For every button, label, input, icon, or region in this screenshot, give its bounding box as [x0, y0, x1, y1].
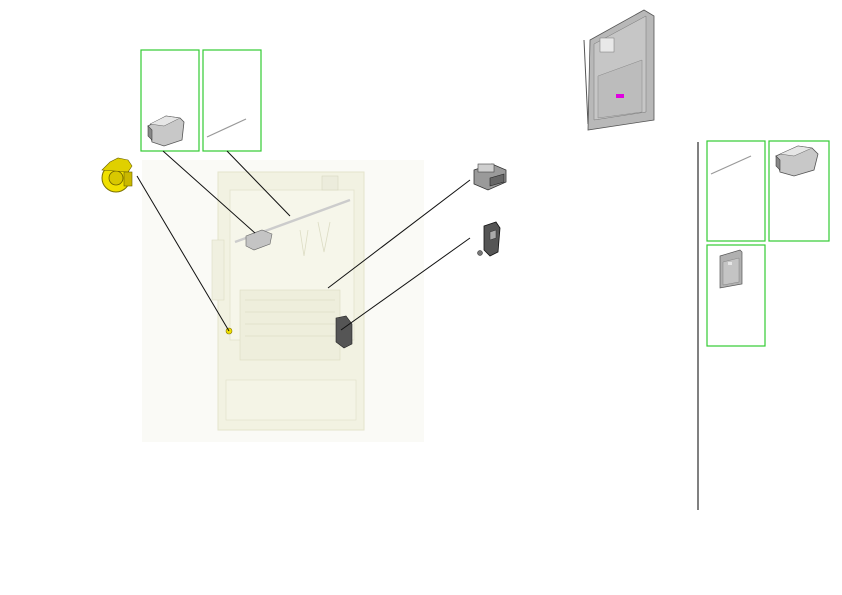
leader-bracket — [162, 150, 256, 234]
legend-box-panel[interactable] — [706, 244, 766, 347]
callout-box-bracket[interactable] — [140, 49, 200, 152]
panel-icon — [583, 9, 655, 131]
callout-box-rod[interactable] — [202, 49, 262, 152]
legend-bracket-icon — [775, 145, 819, 177]
latch-icon — [477, 221, 501, 257]
legend-box-rod[interactable] — [706, 140, 766, 242]
legend-box-bracket[interactable] — [768, 140, 830, 242]
main-assembly — [142, 160, 424, 442]
legend-panel — [706, 140, 830, 347]
leader-latch — [340, 237, 471, 331]
rod-icon — [206, 118, 247, 138]
gear-icon — [101, 157, 133, 193]
connector-icon — [473, 163, 507, 191]
leader-gear — [136, 175, 230, 332]
legend-panel-icon — [719, 249, 743, 289]
legend-rod-icon — [710, 155, 752, 175]
bracket-icon — [147, 115, 185, 147]
leader-rod — [226, 150, 291, 217]
leader-connector — [327, 179, 471, 289]
